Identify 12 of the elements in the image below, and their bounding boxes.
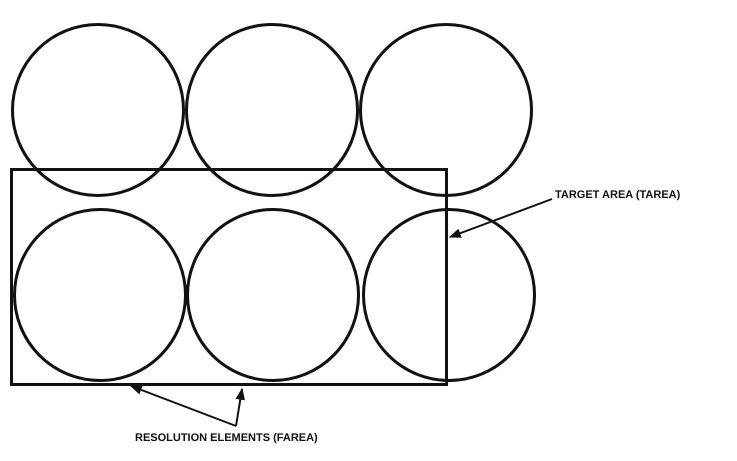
resolution-circle (185, 23, 359, 197)
callout-label: RESOLUTION ELEMENTS (FAREA) (135, 432, 318, 448)
resolution-circle (13, 208, 187, 382)
leader-line (130, 385, 236, 427)
callout-label: TARGET AREA (TAREA) (555, 189, 680, 205)
leader-line (448, 198, 552, 238)
target-area-rectangle (10, 168, 448, 386)
resolution-circle (11, 23, 185, 197)
resolution-circle (186, 208, 360, 382)
leader-line (235, 388, 245, 426)
resolution-circle (362, 208, 536, 382)
resolution-circle (359, 23, 533, 197)
